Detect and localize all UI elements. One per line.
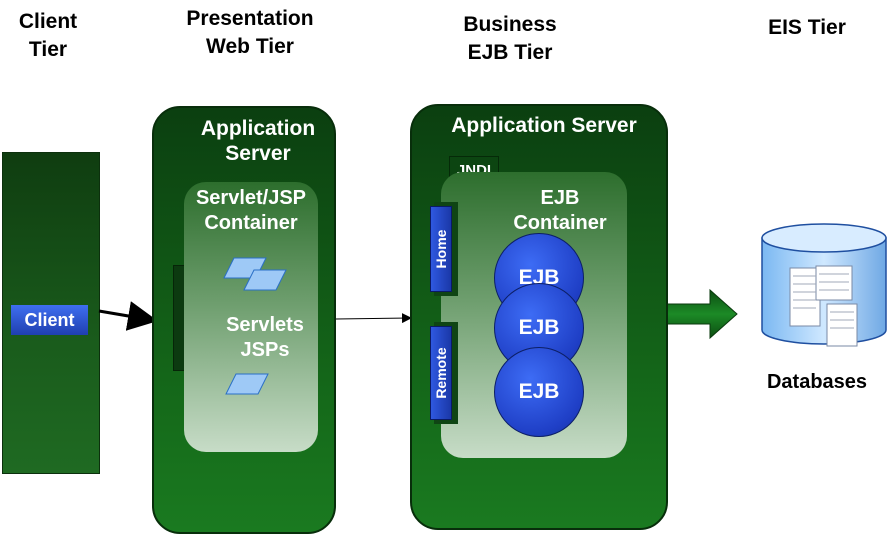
web-to-ejb-arrow	[335, 313, 412, 324]
ejb-container-label: EJB Container	[513, 187, 607, 234]
remote-interface-label: Remote	[433, 347, 449, 399]
client-to-web-arrow	[98, 301, 158, 331]
ejb-server-title: Application Server	[451, 114, 637, 137]
client-box: Client	[11, 305, 88, 335]
servlet-shapes	[223, 257, 287, 395]
databases-label: Databases	[766, 371, 868, 393]
servlets-jsps-label: Servlets JSPs	[226, 314, 304, 361]
business-tier-heading: Business EJB Tier	[463, 13, 557, 64]
web-server-title: Application Server	[200, 117, 316, 165]
database-icon	[761, 223, 887, 347]
home-interface: Home	[430, 206, 452, 292]
remote-interface: Remote	[430, 326, 452, 420]
servlet-container-label: Servlet/JSP Container	[195, 187, 307, 234]
web-tier-heading: Presentation Web Tier	[186, 7, 314, 58]
ejb-bean-3: EJB	[494, 347, 584, 437]
jsp-shape	[225, 373, 269, 395]
eis-tier-heading: EIS Tier	[768, 16, 846, 39]
home-interface-label: Home	[433, 229, 449, 269]
servlet-shape-2	[243, 269, 287, 291]
servlet-jsp-container	[184, 182, 318, 452]
client-tier-heading: Client Tier	[18, 10, 78, 61]
